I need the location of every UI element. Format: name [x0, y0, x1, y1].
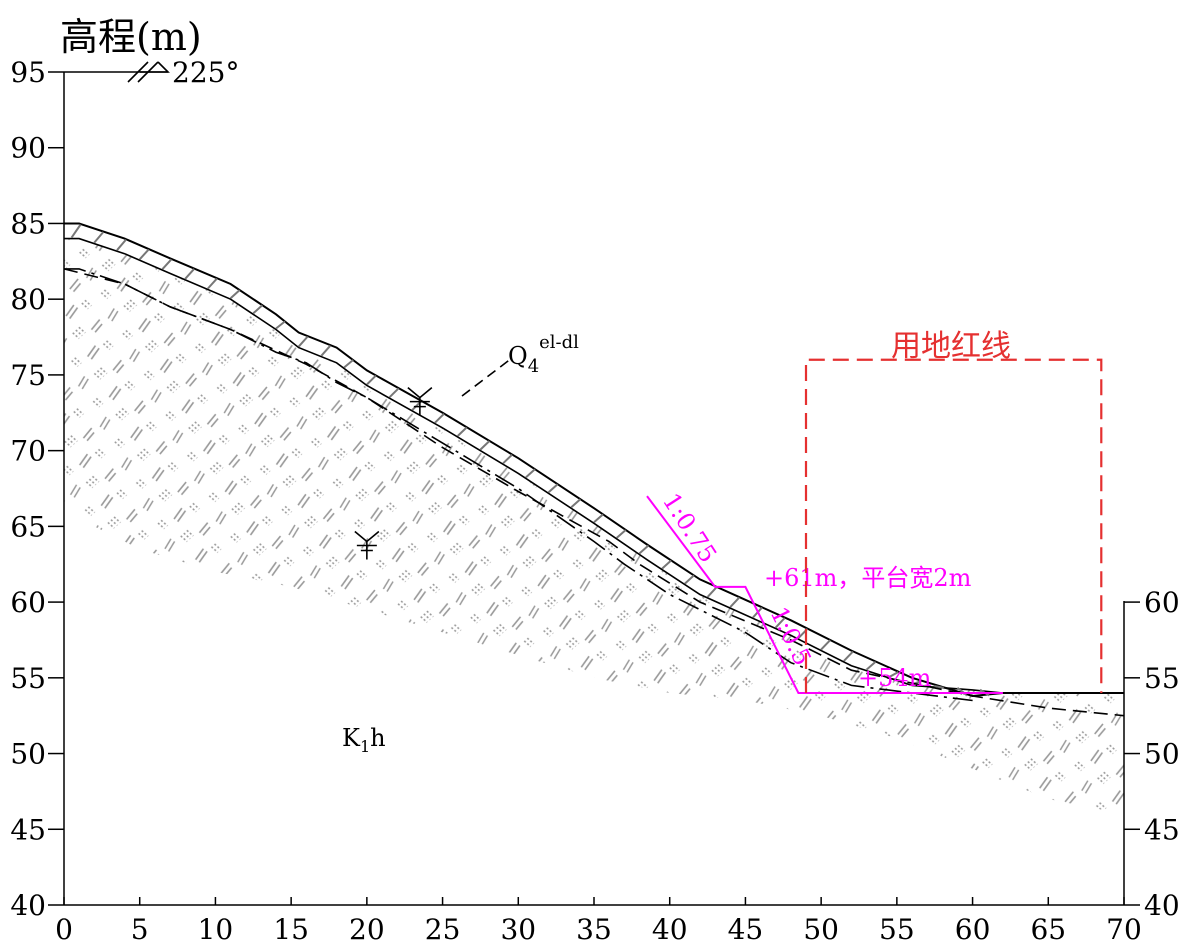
right-y-tick-label: 50 — [1144, 738, 1180, 771]
soil-hatch-stroke — [388, 387, 400, 398]
x-tick-label: 25 — [425, 913, 461, 946]
soil-hatch-stroke — [434, 413, 445, 424]
x-tick-label: 65 — [1030, 913, 1066, 946]
soil-hatch-stroke — [502, 453, 513, 465]
y-tick-label: 50 — [10, 738, 46, 771]
soil-hatch-stroke — [547, 483, 559, 494]
upper-slope-ratio: 1:0.75 — [657, 488, 722, 568]
x-tick-label: 50 — [803, 913, 839, 946]
ground-surface-line — [64, 222, 1124, 698]
x-tick-label: 55 — [879, 913, 915, 946]
y-tick-label: 95 — [10, 56, 46, 89]
bedrock-hatch-fill — [64, 238, 1124, 815]
right-y-tick-label: 40 — [1144, 889, 1180, 922]
x-tick-label: 0 — [55, 913, 73, 946]
soil-hatch-stroke — [888, 671, 899, 678]
soil-hatch-stroke — [706, 586, 718, 598]
soil-hatch-stroke — [184, 268, 195, 280]
soil-hatch-stroke — [457, 426, 468, 437]
design-cut-slope — [646, 495, 1003, 694]
platform-annotation: +61m，平台宽2m — [764, 564, 972, 592]
x-tick-label: 5 — [131, 913, 149, 946]
water-level-marker — [407, 387, 433, 416]
soil-hatch-stroke — [570, 498, 581, 509]
y-tick-label: 65 — [10, 510, 46, 543]
land-boundary-redline — [804, 358, 1103, 693]
soil-hatch-stroke — [934, 685, 944, 689]
y-tick-label: 55 — [10, 662, 46, 695]
soil-hatch-stroke — [593, 513, 604, 524]
soil-hatch-stroke — [207, 277, 218, 290]
soil-hatch-stroke — [366, 374, 377, 386]
y-tick-label: 90 — [10, 132, 46, 165]
overburden-leader-line — [461, 357, 513, 397]
x-tick-label: 10 — [198, 913, 234, 946]
soil-hatch-stroke — [343, 359, 354, 369]
soil-hatch-stroke — [616, 529, 627, 539]
x-tick-label: 70 — [1106, 913, 1142, 946]
y-tick-label: 40 — [10, 889, 46, 922]
soil-hatch-stroke — [638, 544, 650, 555]
y-tick-label: 60 — [10, 586, 46, 619]
y-tick-label: 45 — [10, 813, 46, 846]
soil-hatch-stroke — [320, 344, 332, 357]
y-tick-label: 70 — [10, 435, 46, 468]
bedrock-label: K1h — [342, 724, 386, 756]
y-tick-label: 85 — [10, 207, 46, 240]
right-y-tick-label: 55 — [1144, 662, 1180, 695]
soil-hatch-stroke — [525, 468, 536, 479]
overburden-base-line — [64, 237, 1003, 694]
overburden-label: Q4el-dl — [508, 332, 579, 377]
direction-label: 225° — [172, 56, 239, 89]
x-tick-label: 40 — [652, 913, 688, 946]
water-level-markers — [354, 387, 433, 560]
direction-break-symbol — [127, 61, 170, 83]
soil-hatch-stroke — [479, 440, 491, 451]
soil-hatch-stroke — [684, 574, 695, 585]
soil-hatch-stroke — [275, 320, 286, 330]
soil-hatch-stroke — [93, 231, 105, 244]
right-y-tick-label: 45 — [1144, 813, 1180, 846]
water-table-line — [63, 268, 1125, 717]
soil-hatch-stroke — [865, 661, 877, 671]
soil-hatch-stroke — [116, 238, 127, 251]
soil-hatch-stroke — [820, 639, 831, 651]
soil-hatch-stroke — [138, 248, 150, 260]
boundary-label: 用地红线 — [891, 329, 1011, 364]
overburden-hatch — [70, 223, 990, 697]
x-tick-label: 15 — [273, 913, 309, 946]
soil-hatch-stroke — [297, 335, 309, 348]
soil-hatch-stroke — [729, 596, 741, 608]
x-tick-label: 35 — [576, 913, 612, 946]
soil-hatch-stroke — [252, 304, 263, 315]
soil-hatch-stroke — [774, 617, 786, 629]
water-level-marker — [354, 530, 380, 560]
x-tick-label: 60 — [955, 913, 991, 946]
toe-elevation-annotation: +54m — [858, 664, 932, 692]
y-axis-title: 高程(m) — [60, 15, 202, 59]
soil-hatch-stroke — [161, 258, 173, 270]
soil-hatch-stroke — [229, 289, 241, 299]
x-tick-label: 20 — [349, 913, 385, 946]
soil-hatch-stroke — [843, 650, 854, 662]
x-tick-label: 45 — [728, 913, 764, 946]
soil-hatch-stroke — [70, 223, 82, 239]
y-tick-label: 75 — [10, 359, 46, 392]
x-tick-label: 30 — [500, 913, 536, 946]
right-y-tick-label: 60 — [1144, 586, 1180, 619]
soil-hatch-stroke — [661, 559, 672, 570]
y-tick-label: 80 — [10, 283, 46, 316]
